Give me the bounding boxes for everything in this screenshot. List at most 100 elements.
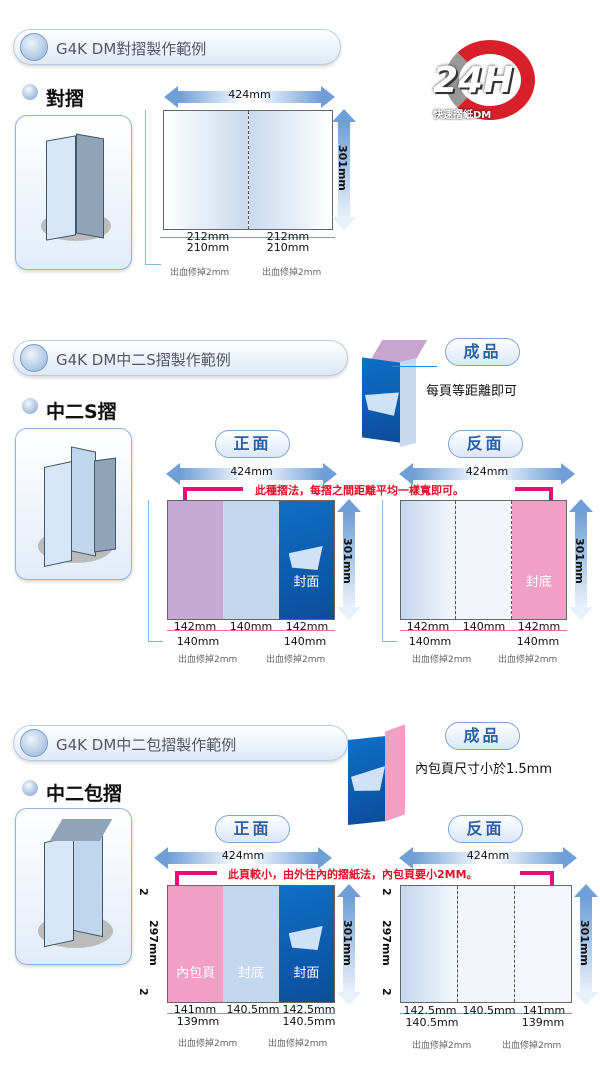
margin-label: 2 <box>137 888 150 896</box>
measure: 140mm <box>408 635 452 648</box>
decoration <box>348 736 386 825</box>
width-arrow: 424mm <box>166 463 337 485</box>
bleed-note: 出血修掉2mm <box>498 655 558 665</box>
back-sheet <box>400 885 572 1003</box>
decoration <box>223 501 279 619</box>
decoration <box>167 630 335 631</box>
section-title-rollfold: G4K DM中二包摺製作範例 <box>13 725 348 761</box>
decoration <box>401 886 458 1002</box>
bleed-note: 出血修掉2mm <box>266 655 326 665</box>
decoration <box>44 461 72 567</box>
bullet-icon <box>20 344 48 372</box>
section-title-bifold: G4K DM對摺製作範例 <box>13 29 341 65</box>
decoration: 封底 <box>511 501 566 619</box>
decoration <box>73 825 103 938</box>
measure: 142.5mm <box>403 1004 457 1017</box>
height-label: 301mm <box>336 145 349 191</box>
decoration <box>362 357 400 443</box>
product-tab[interactable]: 成品 <box>445 338 520 366</box>
decoration <box>400 357 416 448</box>
fold-heading: 中二S摺 <box>46 401 117 423</box>
decoration <box>458 886 515 1002</box>
measure: 142.5mm <box>282 1003 336 1016</box>
panel-label: 封面 <box>293 574 320 590</box>
measure: 141mm <box>522 1004 566 1017</box>
decoration: 封底 <box>223 886 279 1002</box>
back-tab[interactable]: 反面 <box>448 815 523 843</box>
margin-label: 2 <box>137 988 150 996</box>
decoration <box>94 457 116 553</box>
bleed-note: 出血修掉2mm <box>412 1041 472 1051</box>
back-tab[interactable]: 反面 <box>448 430 523 458</box>
decoration <box>456 501 512 619</box>
measure: 140mm <box>229 620 273 633</box>
decoration: 封面 <box>278 501 334 619</box>
bleed-note: 出血修掉2mm <box>262 268 322 278</box>
width-arrow: 424mm <box>399 847 577 869</box>
decoration <box>337 884 361 1005</box>
decoration <box>167 1013 335 1014</box>
panel-label: 封底 <box>525 574 552 590</box>
product-tab[interactable]: 成品 <box>445 722 520 750</box>
decoration: 內包頁 <box>168 886 224 1002</box>
bullet-icon <box>22 398 38 414</box>
inner-height-label: 297mm <box>380 920 393 966</box>
height-label: 301mm <box>573 538 586 584</box>
width-label: 424mm <box>228 88 271 101</box>
front-sheet: 封面 <box>167 500 335 620</box>
decoration <box>574 884 598 1005</box>
decoration <box>401 501 457 619</box>
bleed-note: 出血修掉2mm <box>412 655 472 665</box>
front-sheet: 內包頁 封底 封面 <box>167 885 335 1003</box>
fold-heading: 對摺 <box>46 88 85 110</box>
decoration <box>44 835 74 948</box>
width-arrow: 424mm <box>164 86 335 108</box>
decoration <box>400 1013 572 1014</box>
fold-illustration <box>15 428 132 580</box>
bullet-icon <box>22 780 38 796</box>
decoration <box>160 237 335 238</box>
decoration <box>164 111 249 229</box>
height-label: 301mm <box>341 538 354 584</box>
fold-heading: 中二包摺 <box>46 783 123 805</box>
measure: 139mm <box>521 1016 565 1029</box>
measure: 140.5mm <box>282 1015 336 1028</box>
panel-label: 封面 <box>293 966 320 981</box>
decoration <box>365 388 399 417</box>
back-sheet: 封底 <box>400 500 567 620</box>
height-label: 301mm <box>578 920 591 966</box>
bleed-note: 出血修掉2mm <box>268 1039 328 1049</box>
height-label: 301mm <box>341 920 354 966</box>
height-arrow <box>332 109 356 230</box>
decoration: 封面 <box>278 886 334 1002</box>
width-arrow: 424mm <box>399 463 575 485</box>
front-tab[interactable]: 正面 <box>215 815 290 843</box>
decoration <box>400 630 567 631</box>
front-tab[interactable]: 正面 <box>215 430 290 458</box>
section-title-text: G4K DM中二S摺製作範例 <box>56 351 231 369</box>
bullet-icon <box>20 33 48 61</box>
section-title-text: G4K DM對摺製作範例 <box>56 40 207 58</box>
section-title-text: G4K DM中二包摺製作範例 <box>56 736 237 754</box>
decoration <box>76 133 104 239</box>
decoration <box>148 500 163 642</box>
measure: 141mm <box>173 1003 217 1016</box>
panel-label: 封底 <box>237 966 264 981</box>
fold-illustration <box>15 808 132 965</box>
margin-label: 2 <box>380 988 393 996</box>
bullet-icon <box>22 84 38 100</box>
decoration <box>382 500 397 642</box>
measure: 140mm <box>516 635 560 648</box>
badge-small-text: 快速摺紙DM <box>433 110 492 121</box>
decoration <box>46 135 76 241</box>
decoration <box>71 446 96 557</box>
product-image <box>345 718 415 828</box>
product-note: 每頁等距離即可 <box>426 384 518 399</box>
width-arrow: 424mm <box>154 847 332 869</box>
measure: 140mm <box>176 635 220 648</box>
logo-image <box>288 546 323 570</box>
fold-illustration <box>15 115 132 270</box>
decoration <box>351 766 385 794</box>
decoration <box>248 111 332 229</box>
product-note: 內包頁尺寸小於1.5mm <box>415 762 553 777</box>
